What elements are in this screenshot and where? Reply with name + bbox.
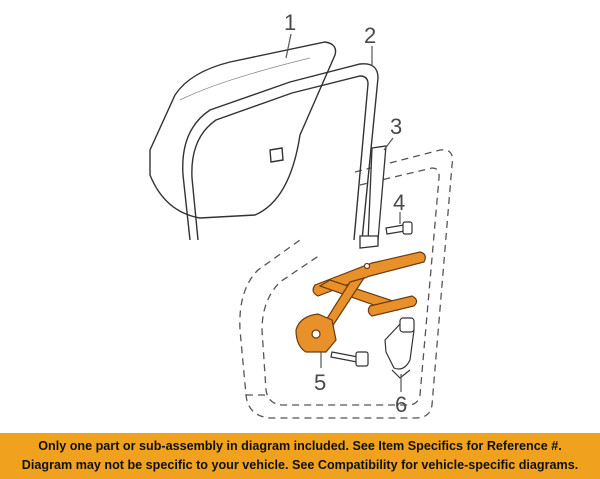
bolt-part-4 [385,221,413,235]
callout-6: 6 [395,392,407,417]
disclaimer-line-1: Only one part or sub-assembly in diagram… [38,439,562,453]
regulator-motor [384,317,415,379]
glass-run-channel [182,63,379,241]
callout-2: 2 [364,23,376,48]
door-glass [149,41,337,219]
callout-1: 1 [284,10,296,35]
door-outline [239,149,454,419]
callout-3: 3 [390,114,402,139]
channel-bracket [359,145,387,249]
disclaimer-banner: Only one part or sub-assembly in diagram… [0,433,600,479]
window-regulator [295,251,426,353]
leader-lines [285,33,402,392]
callout-5: 5 [314,370,326,395]
disclaimer-line-2: Diagram may not be specific to your vehi… [21,458,579,472]
callout-4: 4 [393,190,405,215]
parts-diagram: 1 2 3 4 5 6 [149,10,454,419]
screw [330,351,369,367]
